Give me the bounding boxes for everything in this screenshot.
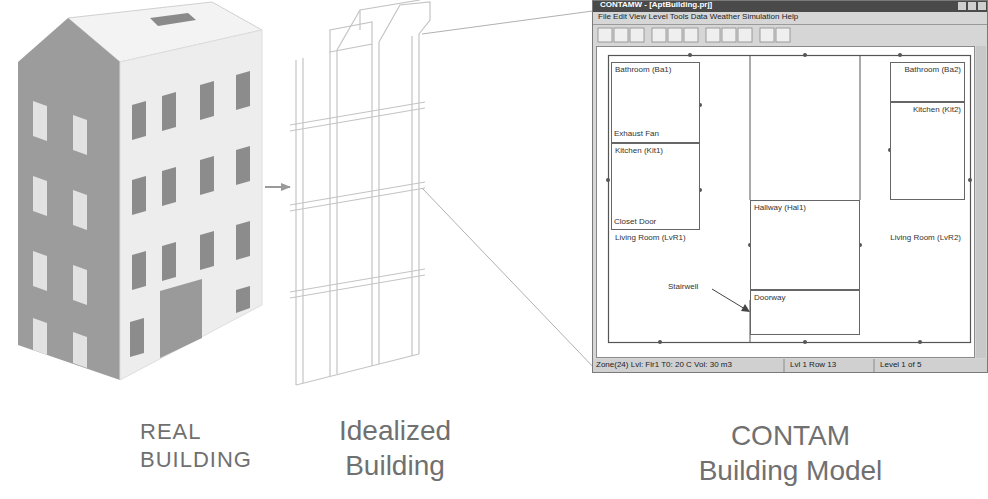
status-text: Lvl 1 Row 13 (790, 361, 836, 370)
window-title: CONTAMW - [AptBuilding.prj] (600, 1, 712, 10)
zone-name: Living Room (LvR1) (615, 233, 746, 242)
flow-arrow (265, 186, 290, 188)
label-anchor: Lvl 1 Row 13 (790, 361, 836, 370)
idealized-wireframe (290, 0, 430, 385)
real-building: REAL BUILDING (0, 0, 265, 499)
zone-name: Kitchen (Kit1) (615, 146, 696, 155)
zone-box: Bathroom (Ba2) (890, 62, 965, 102)
label-anchor: Exhaust Fan (614, 130, 659, 139)
leader-line (422, 10, 600, 372)
zone-label-box: Living Room (LvR2) (870, 230, 965, 270)
zone-name: Living Room (LvR2) (874, 233, 961, 242)
program-window (593, 1, 988, 373)
label-anchor: CONTAMW - [AptBuilding.prj] (600, 1, 712, 10)
component-label: Stairwell (668, 283, 698, 292)
zone-box: Kitchen (Kit1) (611, 143, 700, 230)
zone-box: Doorway (750, 290, 860, 335)
component-label: Exhaust Fan (614, 130, 659, 139)
real-building (18, 2, 262, 380)
zone-name: Bathroom (Ba2) (894, 65, 961, 74)
building-model: CONTAM Building Model Bathroom (Ba1) Kitch… (592, 0, 988, 499)
label-anchor: Zone(24) Lvl: Flr1 T0: 20 C Vol: 30 m3 (596, 361, 732, 370)
label-anchor: File Edit View Level Tools Data Weather … (598, 13, 798, 22)
zone-name: Bathroom (Ba1) (615, 65, 696, 74)
panel-caption: CONTAM Building Model (683, 418, 898, 488)
idealized-building: Idealized Building (290, 0, 490, 499)
zone-name: Hallway (Hal1) (754, 203, 856, 212)
menu-bar: File Edit View Level Tools Data Weather … (598, 13, 798, 22)
zone-box: Kitchen (Kit2) (890, 102, 965, 200)
zone-name: Doorway (754, 293, 856, 302)
status-text: Level 1 of 5 (880, 361, 921, 370)
zone-box: Hallway (Hal1) (750, 200, 860, 290)
label-anchor: Level 1 of 5 (880, 361, 921, 370)
zone-name: Kitchen (Kit2) (894, 105, 961, 114)
label-anchor: Closet Door (614, 218, 656, 227)
component-label: Closet Door (614, 218, 656, 227)
panel-caption: Idealized Building (320, 413, 470, 483)
label-anchor: Stairwell (668, 283, 698, 292)
status-text: Zone(24) Lvl: Flr1 T0: 20 C Vol: 30 m3 (596, 361, 732, 370)
panel-caption: REAL BUILDING (140, 418, 260, 473)
